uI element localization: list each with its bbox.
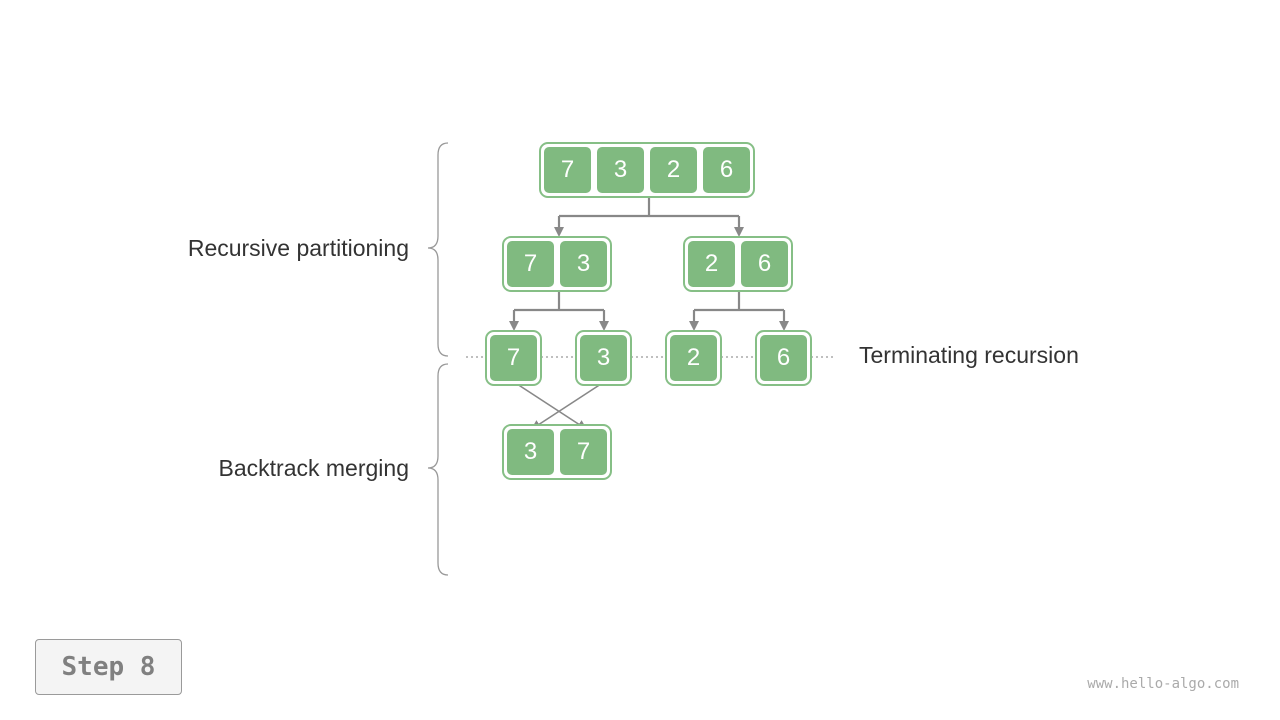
left-subarray: 7 3 [502,236,612,292]
array-cell: 3 [560,241,607,287]
partitioning-brace [427,142,449,357]
watermark: www.hello-algo.com [1087,676,1239,692]
array-cell: 6 [760,335,807,381]
array-cell: 2 [670,335,717,381]
split-connector-root [559,198,739,218]
right-subarray: 2 6 [683,236,793,292]
backtrack-brace [427,363,449,576]
split-connector-right [694,292,784,312]
array-cell: 6 [703,147,750,193]
array-cell: 2 [650,147,697,193]
array-cell: 6 [741,241,788,287]
leaf-array-1: 7 [485,330,542,386]
leaf-array-2: 3 [575,330,632,386]
root-array: 7 3 2 6 [539,142,755,198]
backtrack-merging-label: Backtrack merging [218,455,409,481]
split-connector-left [514,292,604,312]
array-cell: 3 [580,335,627,381]
array-cell: 3 [597,147,644,193]
leaf-array-3: 2 [665,330,722,386]
leaf-array-4: 6 [755,330,812,386]
merged-array: 3 7 [502,424,612,480]
array-cell: 7 [507,241,554,287]
terminating-recursion-label: Terminating recursion [859,342,1079,368]
array-cell: 7 [560,429,607,475]
array-cell: 2 [688,241,735,287]
array-cell: 3 [507,429,554,475]
array-cell: 7 [490,335,537,381]
array-cell: 7 [544,147,591,193]
step-indicator: Step 8 [35,639,182,695]
recursive-partitioning-label: Recursive partitioning [187,235,409,261]
merge-arrow-7 [513,381,588,430]
merge-arrow-3 [530,381,605,430]
